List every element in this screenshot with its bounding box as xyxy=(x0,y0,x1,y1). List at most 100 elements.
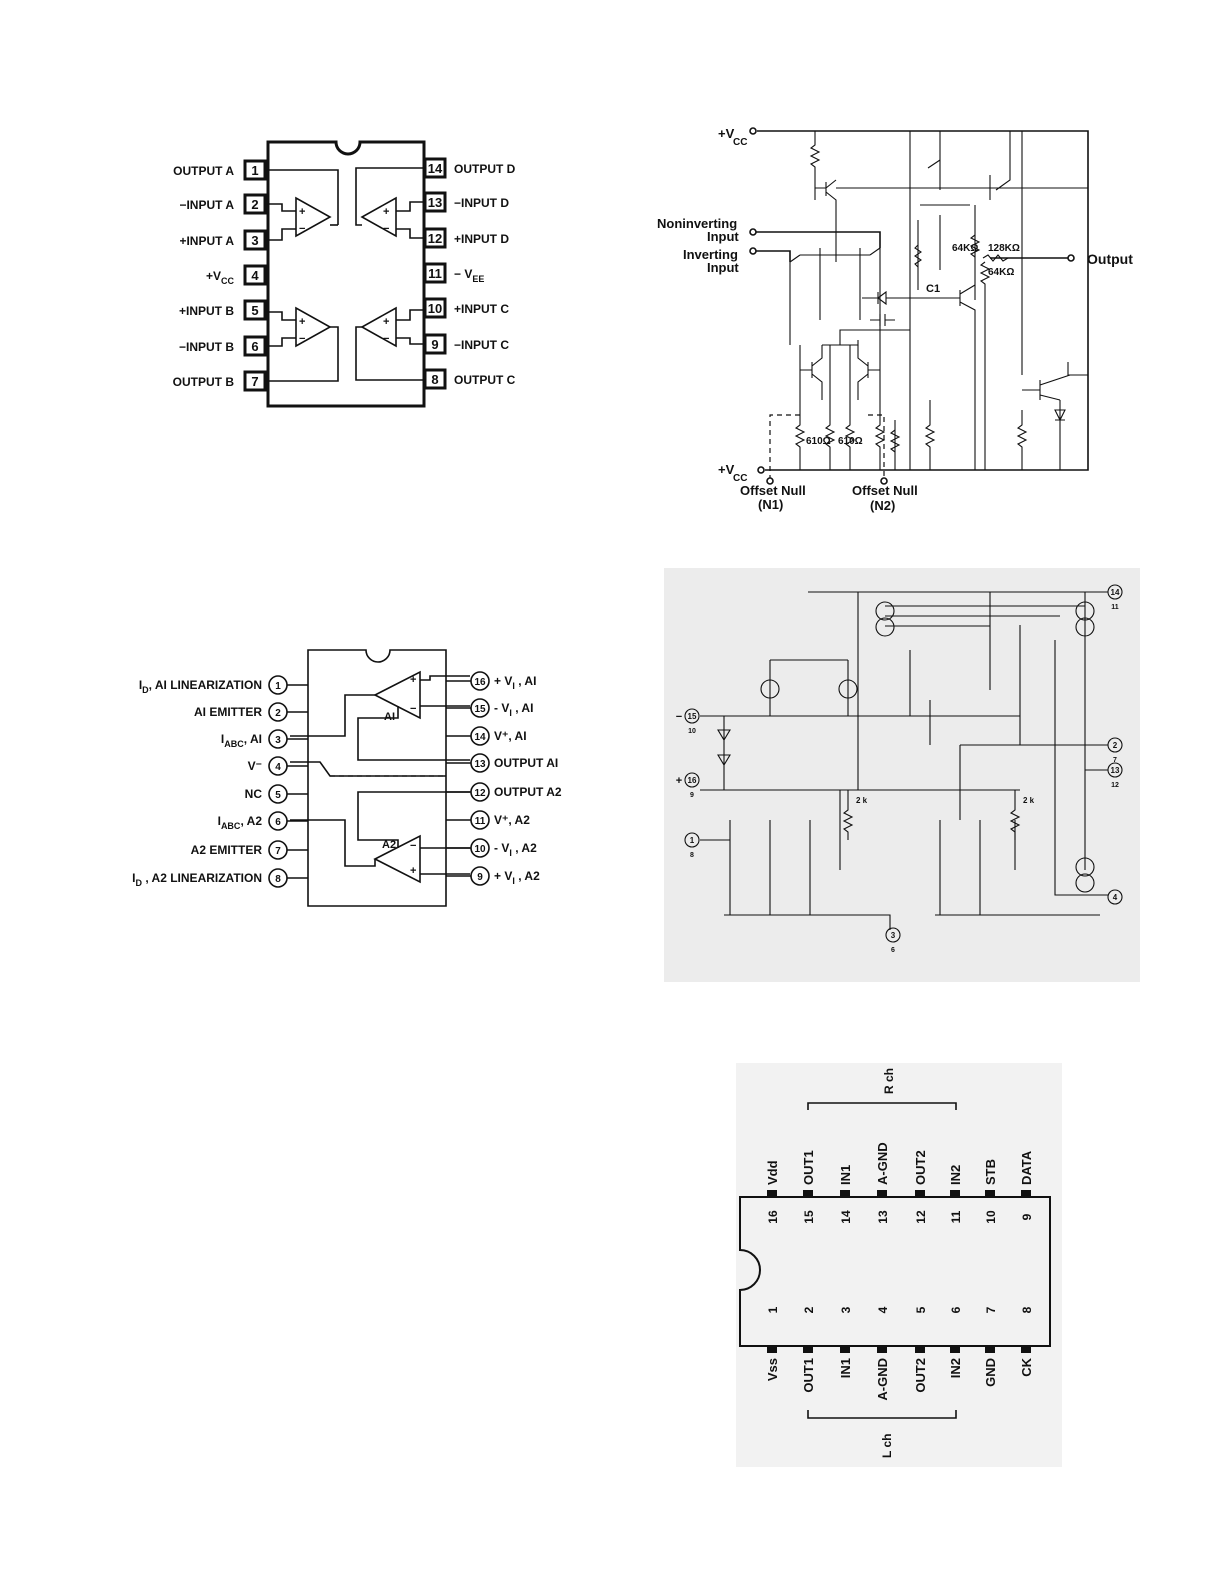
rch-bracket xyxy=(807,1102,957,1110)
pin-number-16: 16 xyxy=(474,677,486,688)
top-pin-label-12: OUT2 xyxy=(913,1150,928,1185)
pin-label-13: −INPUT D xyxy=(454,196,509,210)
pin-label-9: + VI , A2 xyxy=(494,869,540,886)
pin-box-3 xyxy=(243,229,267,251)
schematic-pin-number-13: 13 xyxy=(1111,766,1120,775)
bottom-pin-number-1: 1 xyxy=(766,1306,780,1313)
bottom-pin-number-3: 3 xyxy=(839,1306,853,1313)
offset-null-n1-terminal xyxy=(766,477,774,485)
schematic-pin-sign-15: − xyxy=(676,711,682,723)
pin-label-12: +INPUT D xyxy=(454,232,509,246)
vcc-bottom-terminal xyxy=(757,466,765,474)
bottom-pin-label-4: A-GND xyxy=(875,1358,890,1401)
bottom-pin-lead-2 xyxy=(803,1346,813,1353)
bottom-pin-label-1: Vss xyxy=(765,1358,780,1381)
opamp-d xyxy=(360,196,397,238)
top-pin-label-9: DATA xyxy=(1019,1150,1034,1185)
svg-text:(N1): (N1) xyxy=(758,497,783,512)
pin-box-1 xyxy=(243,159,267,181)
scan-background xyxy=(736,1063,1062,1467)
bottom-pin-lead-8 xyxy=(1021,1346,1031,1353)
schematic-pin-alt-2: 7 xyxy=(1113,757,1117,764)
amp-c-symbol: + − xyxy=(355,306,425,381)
pin-box-8 xyxy=(423,368,447,390)
schematic-pin-number-2: 2 xyxy=(1113,741,1118,750)
dip14-body xyxy=(266,140,426,408)
pin-number-3: 3 xyxy=(275,735,281,746)
svg-text:(N2): (N2) xyxy=(870,498,895,513)
top-pin-label-11: IN2 xyxy=(948,1165,963,1185)
pin-label-9: −INPUT C xyxy=(454,338,509,352)
vcc-top-label: +V xyxy=(718,126,735,141)
lch-label: L ch xyxy=(880,1434,894,1458)
pin-number-9: 9 xyxy=(477,872,483,883)
svg-text:64KΩ: 64KΩ xyxy=(988,267,1014,278)
svg-text:+: + xyxy=(383,316,389,328)
svg-text:64KΩ: 64KΩ xyxy=(952,243,978,254)
svg-text:+: + xyxy=(410,865,416,877)
offset-null-n2-label: Offset Null xyxy=(852,483,918,498)
bottom-pin-number-6: 6 xyxy=(949,1306,963,1313)
top-pin-lead-15 xyxy=(803,1190,813,1197)
schematic-pin-alt-1: 8 xyxy=(690,852,694,859)
opamp-a xyxy=(295,196,332,238)
schematic-pin-15 xyxy=(684,708,700,724)
schematic-pin-number-16: 16 xyxy=(688,776,697,785)
rch-lch-pinout: R ch L ch Vdd16OUT115IN114A-GND13OUT212I… xyxy=(736,1063,1062,1467)
top-pin-number-10: 10 xyxy=(984,1210,998,1224)
bottom-pin-lead-5 xyxy=(915,1346,925,1353)
schematic-pin-alt-15: 10 xyxy=(688,728,696,735)
current-sources xyxy=(760,601,1095,893)
top-pin-number-15: 15 xyxy=(802,1210,816,1224)
bottom-pin-label-5: OUT2 xyxy=(913,1358,928,1393)
pin-number-4: 4 xyxy=(251,268,259,283)
inverting-terminal xyxy=(749,247,757,255)
vcc-bottom-label: +V xyxy=(718,462,735,477)
pin-number-12: 12 xyxy=(428,231,442,246)
vcc-top-terminal xyxy=(749,127,757,135)
top-pin-lead-16 xyxy=(767,1190,777,1197)
pin-label-5: +INPUT B xyxy=(179,304,234,318)
top-pin-number-9: 9 xyxy=(1020,1213,1034,1220)
schematic-pin-16 xyxy=(684,772,700,788)
ic-pins: Vdd16OUT115IN114A-GND13OUT212IN211STB10D… xyxy=(765,1142,1034,1400)
opamp-b xyxy=(295,306,332,348)
top-pin-lead-10 xyxy=(985,1190,995,1197)
bottom-pin-number-7: 7 xyxy=(984,1306,998,1313)
top-pin-lead-12 xyxy=(915,1190,925,1197)
top-pin-label-16: Vdd xyxy=(765,1160,780,1185)
noninverting-terminal xyxy=(749,228,757,236)
bottom-pin-lead-7 xyxy=(985,1346,995,1353)
schematic-pin-number-4: 4 xyxy=(1113,893,1118,902)
schematic-pin-13 xyxy=(1107,762,1123,778)
pin-number-3: 3 xyxy=(251,233,258,248)
pin-label-3: IABC, AI xyxy=(221,732,262,749)
bottom-pin-number-4: 4 xyxy=(876,1306,890,1313)
svg-text:CC: CC xyxy=(733,473,747,484)
schematic-pin-number-15: 15 xyxy=(688,712,697,721)
pin-number-8: 8 xyxy=(431,372,438,387)
pin-label-11: − VEE xyxy=(454,267,484,284)
lch-bracket xyxy=(807,1410,957,1419)
pin-label-6: IABC, A2 xyxy=(218,814,263,831)
c1-label: C1 xyxy=(926,283,940,295)
dip16-body-horizontal xyxy=(739,1196,1051,1347)
top-pin-lead-14 xyxy=(840,1190,850,1197)
schematic-pin-alt-3: 6 xyxy=(891,947,895,954)
pin-number-4: 4 xyxy=(275,762,281,773)
pin-box-7 xyxy=(243,370,267,392)
svg-text:−: − xyxy=(410,840,416,852)
bottom-pin-number-2: 2 xyxy=(802,1306,816,1313)
pin-number-8: 8 xyxy=(275,874,281,885)
schematic-pin-alt-13: 12 xyxy=(1111,782,1119,789)
bottom-pin-lead-6 xyxy=(950,1346,960,1353)
pin-number-5: 5 xyxy=(275,790,281,801)
pin-number-11: 11 xyxy=(428,266,442,281)
schematic-pin-14 xyxy=(1107,584,1123,600)
pin-number-11: 11 xyxy=(475,816,486,827)
top-pin-lead-9 xyxy=(1021,1190,1031,1197)
